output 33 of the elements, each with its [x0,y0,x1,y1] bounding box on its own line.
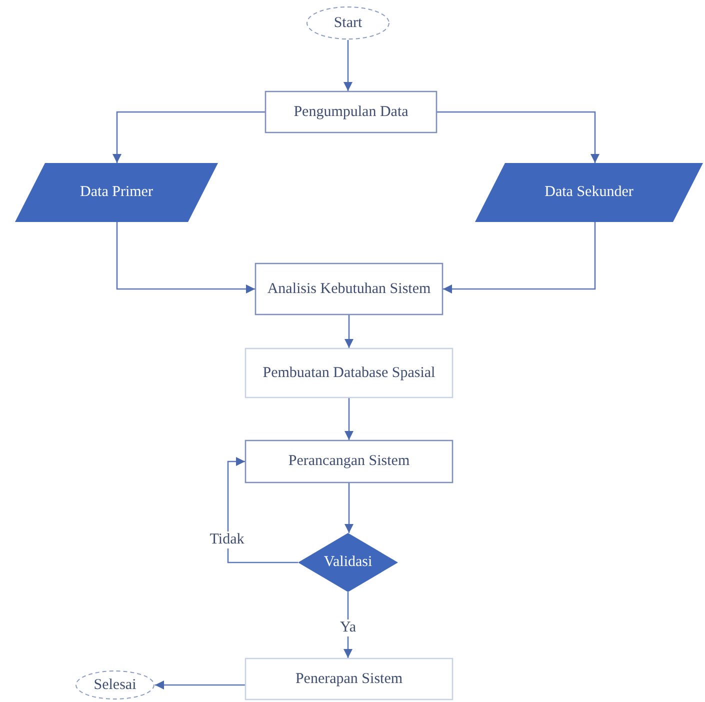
edge-label: Ya [338,620,358,636]
arrow [443,222,596,294]
arrow [227,456,298,564]
node-label: Data Sekunder [544,183,634,202]
process-box [245,440,453,483]
process-box [245,348,453,398]
arrow [112,111,265,163]
arrow [343,40,353,91]
arrow [343,592,353,658]
node-label: Start [332,14,364,32]
arrow [344,483,354,533]
edge-label: Tidak [208,532,246,548]
arrow [116,222,255,294]
node-label: Validasi [322,553,374,572]
node-label: Perancangan Sistem [287,452,411,471]
process-box [255,263,443,315]
data-parallelogram [15,163,218,222]
process-box [245,658,453,700]
node-label: Selesai [92,676,138,694]
data-parallelogram [475,163,703,222]
terminator-oval [75,670,155,700]
node-label: Pengumpulan Data [292,102,410,122]
node-label: Penerapan Sistem [294,670,404,688]
arrow [344,398,354,440]
arrow [344,315,354,348]
process-box [265,91,437,133]
terminator-oval [306,6,390,40]
node-label: Analisis Kebutuhan Sistem [266,280,432,298]
arrow [155,680,245,690]
decision-diamond [298,533,398,592]
arrow [437,111,600,163]
node-label: Data Primer [79,183,154,202]
node-label: Pembuatan Database Spasial [262,364,436,382]
